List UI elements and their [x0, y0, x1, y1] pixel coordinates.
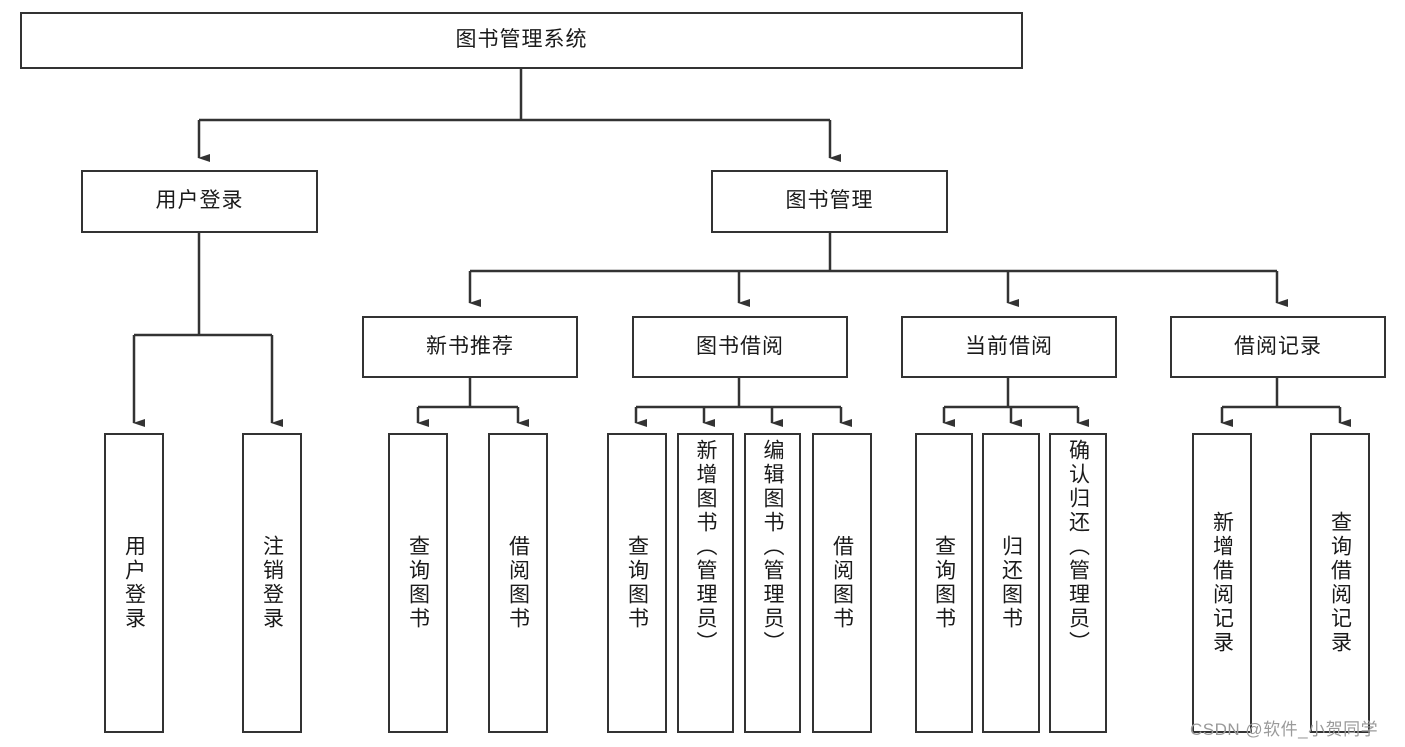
- node-label: 图书管理系统: [455, 28, 588, 52]
- leaf-query-book-borrow[interactable]: 查询图书: [607, 433, 667, 733]
- node-current-borrow[interactable]: 当前借阅: [901, 316, 1117, 378]
- node-label: 查询借阅记录: [1328, 511, 1352, 655]
- node-label: 用户登录: [155, 189, 244, 213]
- node-label: 查询图书: [932, 535, 956, 631]
- node-label: 用户登录: [122, 535, 146, 631]
- leaf-add-book-admin[interactable]: 新增图书（管理员）: [677, 433, 734, 733]
- node-label: 新增借阅记录: [1210, 511, 1234, 655]
- leaf-add-borrow-record[interactable]: 新增借阅记录: [1192, 433, 1252, 733]
- leaf-return-book[interactable]: 归还图书: [982, 433, 1040, 733]
- leaf-logout[interactable]: 注销登录: [242, 433, 302, 733]
- leaf-confirm-return-admin[interactable]: 确认归还（管理员）: [1049, 433, 1107, 733]
- node-label: 查询图书: [625, 535, 649, 631]
- leaf-query-book-current[interactable]: 查询图书: [915, 433, 973, 733]
- node-label: 查询图书: [406, 535, 430, 631]
- node-label: 图书管理: [785, 189, 874, 213]
- leaf-edit-book-admin[interactable]: 编辑图书（管理员）: [744, 433, 801, 733]
- leaf-query-book-recommend[interactable]: 查询图书: [388, 433, 448, 733]
- node-label: 借阅图书: [506, 535, 530, 631]
- node-label: 借阅图书: [830, 535, 854, 631]
- node-label: 图书借阅: [696, 334, 784, 358]
- leaf-borrow-book-recommend[interactable]: 借阅图书: [488, 433, 548, 733]
- node-label: 编辑图书（管理员）: [761, 439, 784, 655]
- node-root-system[interactable]: 图书管理系统: [20, 12, 1023, 69]
- node-label: 注销登录: [260, 535, 284, 631]
- node-book-borrow[interactable]: 图书借阅: [632, 316, 848, 378]
- node-label: 新书推荐: [426, 334, 514, 358]
- csdn-watermark: CSDN @软件_小贺同学: [1190, 720, 1379, 739]
- node-book-management[interactable]: 图书管理: [711, 170, 948, 233]
- node-user-login[interactable]: 用户登录: [81, 170, 318, 233]
- node-borrow-record[interactable]: 借阅记录: [1170, 316, 1386, 378]
- node-label: 确认归还（管理员）: [1066, 439, 1090, 655]
- leaf-borrow-book[interactable]: 借阅图书: [812, 433, 872, 733]
- node-new-book-recommend[interactable]: 新书推荐: [362, 316, 578, 378]
- node-label: 归还图书: [999, 535, 1023, 631]
- node-label: 当前借阅: [965, 334, 1053, 358]
- node-label: 借阅记录: [1234, 334, 1322, 358]
- leaf-query-borrow-record[interactable]: 查询借阅记录: [1310, 433, 1370, 733]
- leaf-user-login[interactable]: 用户登录: [104, 433, 164, 733]
- node-label: 新增图书（管理员）: [694, 439, 717, 655]
